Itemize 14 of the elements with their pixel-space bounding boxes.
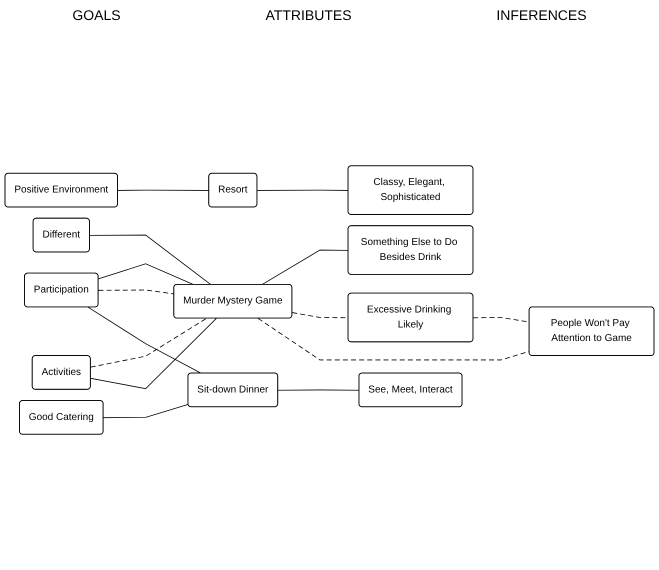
connector [89, 234, 212, 286]
connector [90, 318, 207, 368]
connector [117, 190, 210, 191]
column-heading: ATTRIBUTES [265, 7, 352, 23]
connector [278, 390, 360, 391]
connector [261, 250, 349, 286]
connector [90, 318, 217, 390]
connector [98, 263, 194, 286]
connector [88, 306, 202, 374]
column-heading: INFERENCES [496, 7, 587, 23]
column-heading: GOALS [72, 7, 121, 23]
connector [256, 190, 349, 191]
connector [98, 290, 174, 294]
connector [103, 404, 189, 418]
